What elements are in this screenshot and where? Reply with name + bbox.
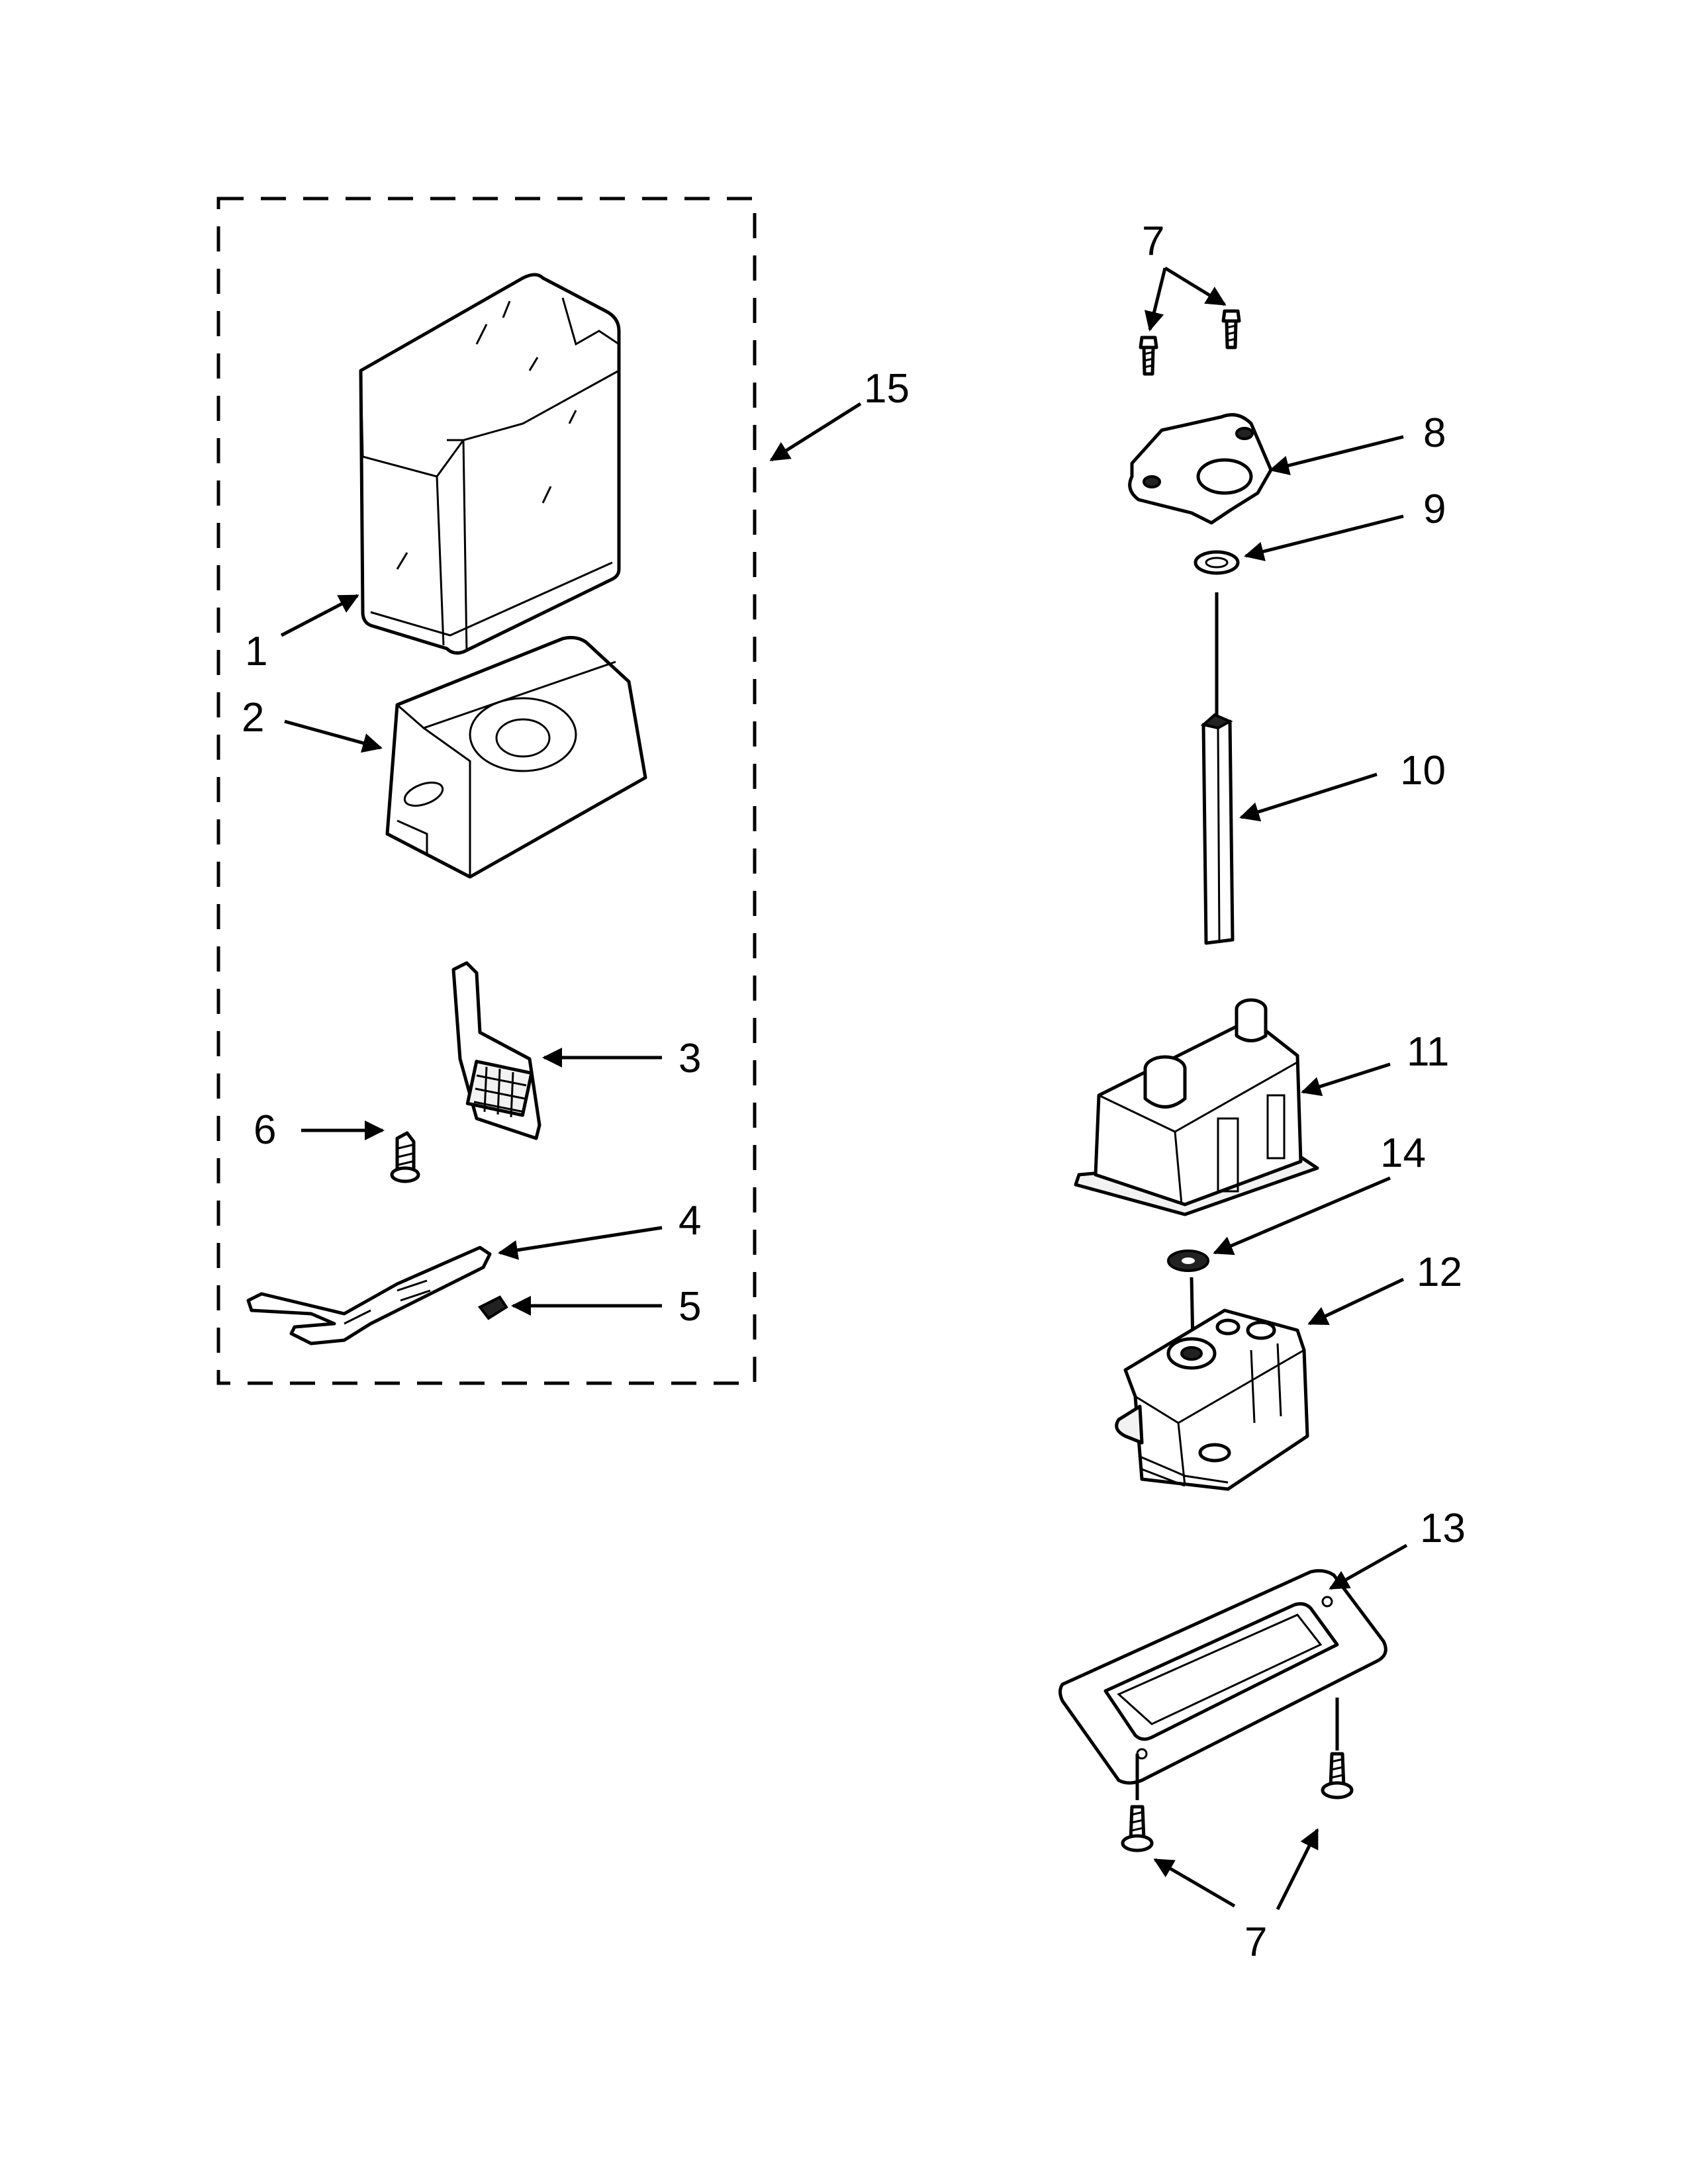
callout-13: 13 — [1420, 1506, 1466, 1551]
leader-15 — [769, 402, 862, 462]
part-8-mounting-plate — [1128, 413, 1273, 525]
part-9-washer — [1194, 550, 1240, 575]
assembly-15-boundary — [216, 197, 757, 1385]
part-4-flat-bracket — [246, 1246, 492, 1345]
leader-8 — [1269, 435, 1404, 476]
part-3-bracket — [451, 961, 541, 1140]
leader-1 — [280, 594, 359, 637]
leader-14 — [1213, 1176, 1391, 1255]
leader-12 — [1307, 1277, 1405, 1326]
leader-11 — [1301, 1062, 1391, 1097]
part-13-gasket — [1058, 1569, 1387, 1785]
part-7-bottom-screws — [1121, 1698, 1354, 1852]
callout-4: 4 — [679, 1198, 701, 1244]
part-12-gear-motor — [1115, 1308, 1309, 1491]
callout-15: 15 — [864, 366, 910, 412]
callout-8: 8 — [1423, 410, 1446, 456]
callout-6: 6 — [254, 1107, 276, 1153]
callout-3: 3 — [679, 1036, 701, 1081]
callout-11: 11 — [1407, 1029, 1449, 1075]
part-10-shaft — [1200, 592, 1235, 945]
callout-labels: 1 2 15 3 6 4 5 7 8 9 10 11 14 12 13 7 — [242, 218, 1466, 1965]
callout-7-bottom: 7 — [1244, 1919, 1267, 1965]
callout-7-top: 7 — [1142, 218, 1164, 264]
callout-2: 2 — [242, 695, 264, 741]
callout-5: 5 — [679, 1284, 701, 1330]
part-7-top-screws — [1139, 309, 1241, 376]
part-11-motor-cover — [1074, 998, 1319, 1216]
leader-7-bottom-a — [1153, 1858, 1236, 1908]
leader-7-top-b — [1164, 266, 1227, 306]
leader-2 — [284, 719, 383, 753]
callout-9: 9 — [1423, 486, 1446, 532]
leader-4 — [498, 1226, 663, 1260]
leader-10 — [1239, 772, 1378, 822]
part-2-container-base — [385, 635, 647, 879]
callout-1: 1 — [245, 629, 267, 674]
part-5-spring — [477, 1295, 508, 1320]
callout-10: 10 — [1400, 748, 1446, 794]
part-6-screw — [390, 1131, 420, 1183]
leader-lines — [280, 266, 1408, 1911]
part-1-ice-container — [359, 273, 621, 655]
leader-7-top-a — [1144, 267, 1167, 332]
leader-7-bottom-b — [1276, 1828, 1319, 1911]
leader-13 — [1329, 1543, 1408, 1590]
leader-9 — [1244, 514, 1404, 561]
callout-14: 14 — [1380, 1130, 1426, 1176]
callout-12: 12 — [1417, 1250, 1462, 1295]
